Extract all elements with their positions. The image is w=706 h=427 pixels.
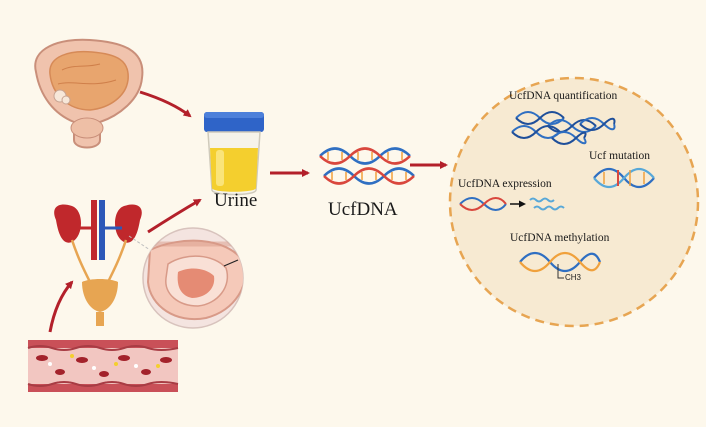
bladder-icon	[34, 38, 144, 149]
quantification-label: UcfDNA quantification	[509, 90, 618, 102]
nephron-detail-icon	[142, 227, 244, 329]
flow-arrows	[48, 90, 448, 333]
arrow-bladder-to-urine	[139, 90, 192, 118]
urine-cup-icon	[204, 112, 264, 196]
ucfdna-label: UcfDNA	[328, 199, 398, 220]
expression-label: UcfDNA expression	[458, 178, 552, 190]
methyl-group-label: CH3	[565, 273, 582, 282]
arrow-blood-to-kidney	[48, 280, 74, 333]
mutation-dna-icon	[593, 167, 655, 189]
expression-dna-icon	[459, 197, 565, 211]
methylation-label: UcfDNA methylation	[510, 232, 610, 244]
urine-label: Urine	[214, 190, 258, 211]
mutation-label: Ucf mutation	[589, 150, 650, 162]
quantification-dna-icons	[511, 111, 616, 145]
blood-vessel-icon	[27, 340, 179, 392]
arrow-kidney-to-urine	[147, 198, 202, 234]
kidney-urinary-system-icon	[54, 200, 151, 326]
dna-helix-icon	[319, 147, 415, 185]
analysis-circle	[448, 76, 700, 328]
methylation-dna-icon	[519, 251, 602, 279]
